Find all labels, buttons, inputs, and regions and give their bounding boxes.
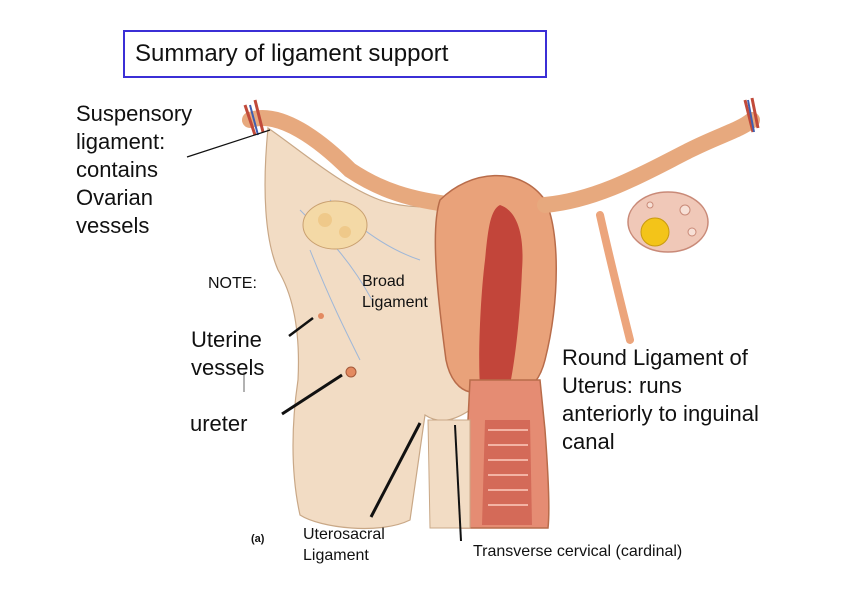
suspensory-pointer bbox=[186, 129, 271, 158]
uterosacral-ligament-label: Uterosacral Ligament bbox=[303, 526, 385, 564]
ureter-pointer bbox=[281, 373, 343, 416]
suspensory-ligament-label: Suspensory ligament: contains Ovarian ve… bbox=[76, 101, 193, 238]
note-label: NOTE: bbox=[208, 275, 257, 292]
uterine-vessels-pointer bbox=[288, 317, 314, 337]
left-fallopian-tube bbox=[242, 110, 463, 213]
transverse-cervical-label: Transverse cervical (cardinal) bbox=[473, 543, 683, 560]
uterosacral-pointer bbox=[369, 422, 422, 518]
uterine-cavity bbox=[479, 205, 523, 385]
right-ovary bbox=[627, 191, 709, 253]
left-ovary bbox=[302, 200, 368, 250]
right-fallopian-tube bbox=[537, 112, 760, 213]
panel-letter: (a) bbox=[251, 533, 265, 545]
round-ligament-label: Round Ligament of Uterus: runs anteriorl… bbox=[562, 345, 759, 454]
transverse-cervical-pointer bbox=[454, 424, 462, 542]
ureter-label: ureter bbox=[190, 411, 248, 436]
title-text: Summary of ligament support bbox=[135, 40, 449, 67]
follicle bbox=[640, 217, 670, 247]
broad-ligament-label: Broad Ligament bbox=[362, 273, 428, 311]
page-title: Summary of ligament support bbox=[123, 30, 547, 78]
ureter-marker bbox=[345, 366, 357, 378]
uterine-vessels-label: Uterine vessels bbox=[191, 327, 265, 380]
round-ligament bbox=[596, 211, 634, 344]
